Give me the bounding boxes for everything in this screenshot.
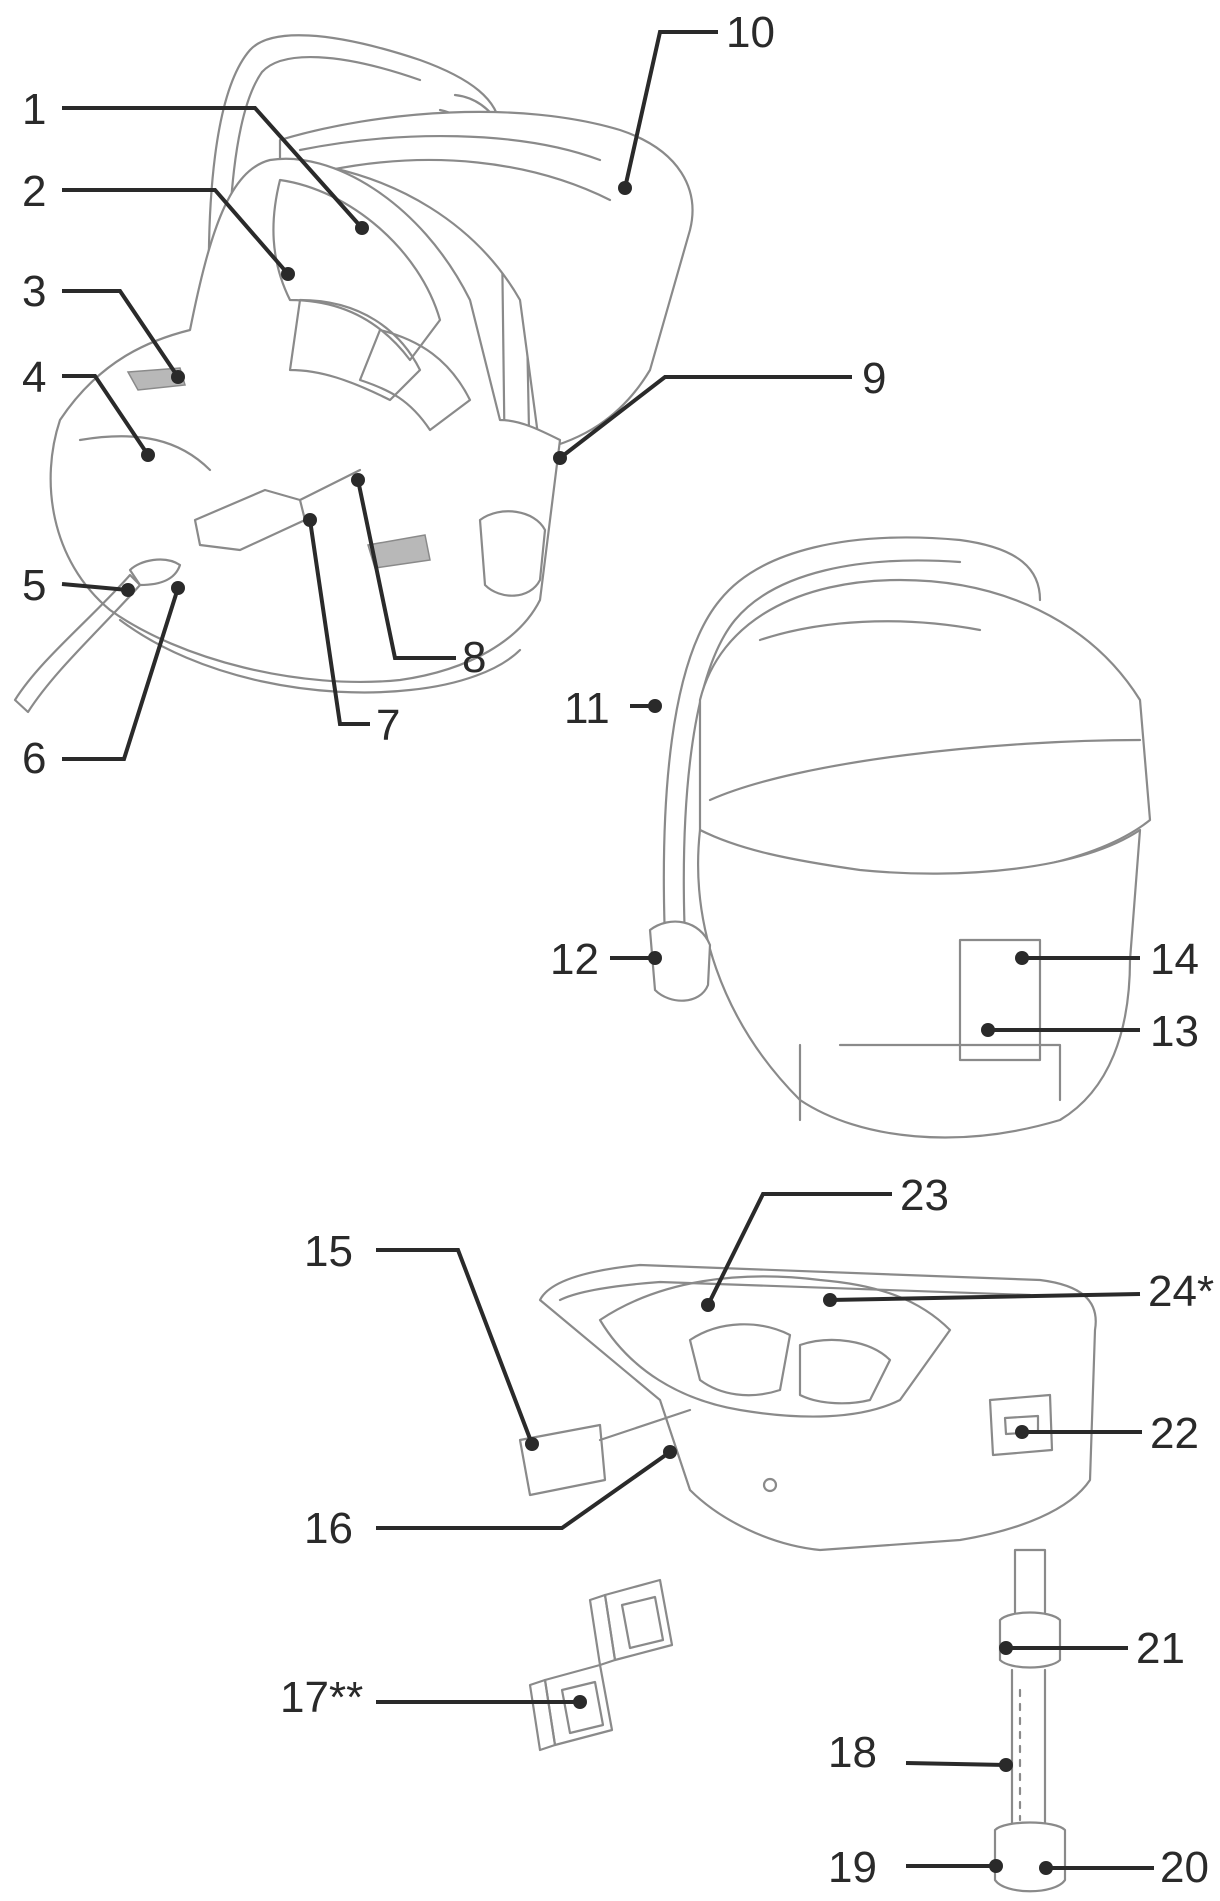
- callout-22: 22: [1015, 1409, 1199, 1458]
- svg-text:5: 5: [22, 561, 46, 610]
- svg-text:11: 11: [564, 684, 610, 733]
- svg-text:20: 20: [1160, 1843, 1209, 1892]
- carrier-front-illustration: [13, 34, 694, 714]
- svg-text:24*: 24*: [1148, 1267, 1214, 1316]
- svg-text:4: 4: [22, 353, 46, 402]
- callout-2: 2: [22, 167, 295, 281]
- callout-15: 15: [304, 1227, 539, 1451]
- callout-19: 19: [828, 1843, 1003, 1892]
- callout-4: 4: [22, 353, 155, 462]
- callout-18: 18: [828, 1728, 1013, 1777]
- svg-text:13: 13: [1150, 1007, 1199, 1056]
- svg-text:21: 21: [1136, 1624, 1185, 1673]
- svg-text:23: 23: [900, 1171, 949, 1220]
- callout-14: 14: [1015, 935, 1199, 984]
- callout-10: 10: [618, 8, 775, 195]
- callout-20: 20: [1039, 1843, 1209, 1892]
- callout-6: 6: [22, 581, 185, 783]
- svg-text:19: 19: [828, 1843, 877, 1892]
- callout-11: 11: [564, 684, 662, 733]
- svg-text:1: 1: [22, 85, 46, 134]
- svg-text:3: 3: [22, 267, 46, 316]
- svg-text:2: 2: [22, 167, 46, 216]
- svg-text:15: 15: [304, 1227, 353, 1276]
- callout-16: 16: [304, 1445, 677, 1553]
- callout-23: 23: [701, 1171, 949, 1312]
- svg-text:6: 6: [22, 734, 46, 783]
- base-illustration: [518, 1263, 1097, 1893]
- svg-text:16: 16: [304, 1504, 353, 1553]
- svg-text:9: 9: [862, 354, 886, 403]
- svg-text:22: 22: [1150, 1409, 1199, 1458]
- isofix-guides-illustration: [528, 1578, 674, 1752]
- carrier-rear-illustration: [648, 536, 1152, 1139]
- callout-1: 1: [22, 85, 369, 235]
- svg-text:17**: 17**: [280, 1673, 363, 1722]
- callout-5: 5: [22, 561, 135, 610]
- svg-text:18: 18: [828, 1728, 877, 1777]
- callout-24: 24*: [823, 1267, 1214, 1316]
- callout-13: 13: [981, 1007, 1199, 1056]
- svg-text:7: 7: [376, 701, 400, 750]
- svg-text:14: 14: [1150, 935, 1199, 984]
- callout-12: 12: [550, 935, 662, 984]
- callout-8: 8: [351, 473, 486, 682]
- callout-3: 3: [22, 267, 185, 384]
- svg-text:10: 10: [726, 8, 775, 57]
- callout-9: 9: [553, 354, 886, 465]
- callout-17: 17**: [280, 1673, 587, 1722]
- svg-text:8: 8: [462, 633, 486, 682]
- callout-7: 7: [303, 513, 400, 750]
- svg-text:12: 12: [550, 935, 599, 984]
- callout-21: 21: [999, 1624, 1185, 1673]
